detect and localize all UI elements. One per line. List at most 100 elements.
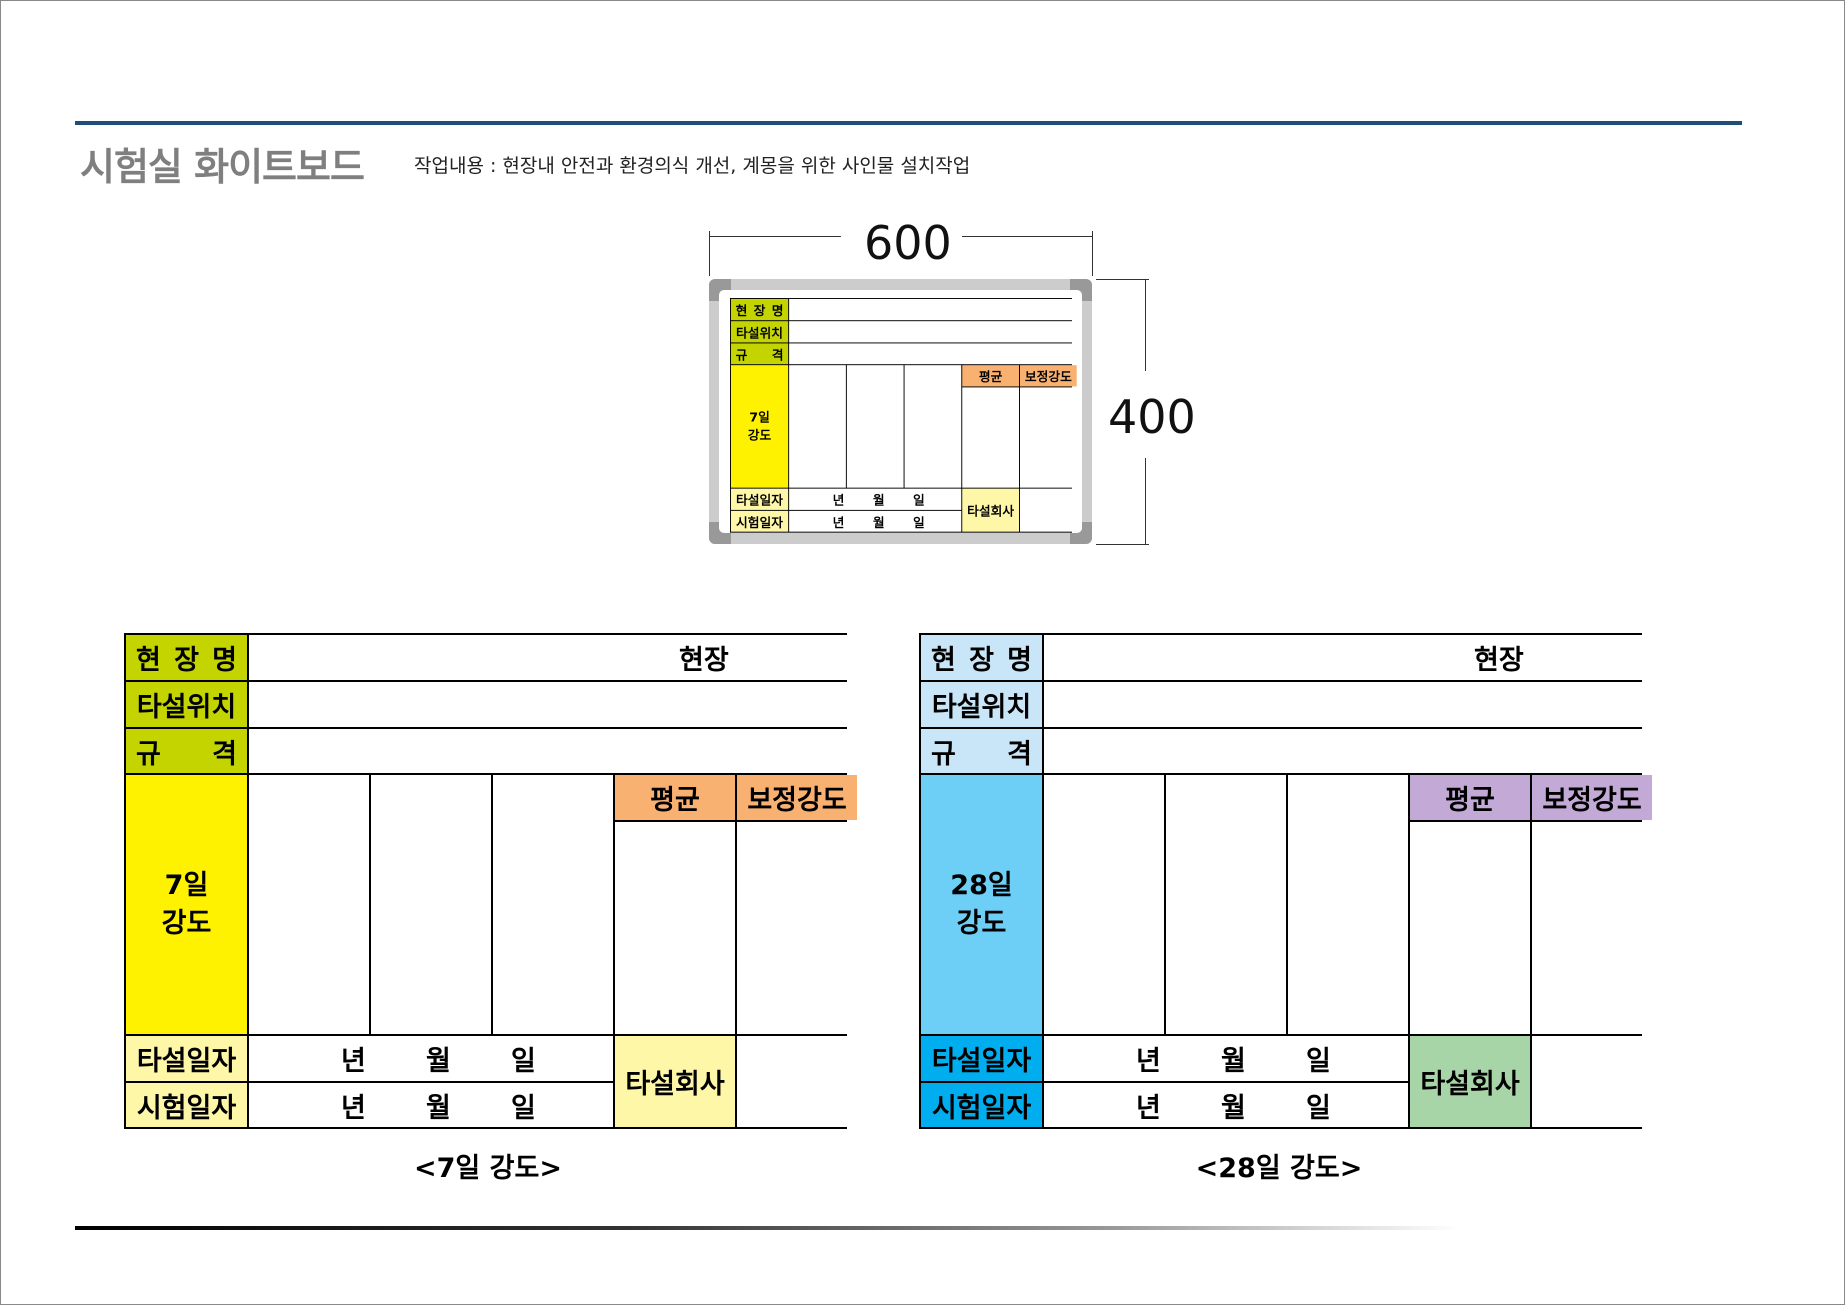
pour-date-label-text: 타설일자 — [136, 1046, 237, 1077]
height-dimension: 400 — [1108, 390, 1196, 444]
caption-7day: <7일 강도> — [414, 1153, 562, 1184]
pour-location-field[interactable] — [249, 682, 857, 727]
spec-label-char: 규 — [735, 347, 748, 363]
pour-date-label: 타설일자 — [730, 488, 789, 510]
pour-company-label-text: 타설회사 — [1420, 1069, 1520, 1100]
spec-field[interactable] — [1044, 729, 1652, 773]
strength-label-line: 강도 — [956, 907, 1007, 939]
date-unit: 월 — [426, 1092, 451, 1124]
pour-company-label: 타설회사 — [1410, 1036, 1530, 1127]
date-unit: 월 — [872, 493, 885, 509]
height-dim-line-top — [1145, 279, 1146, 371]
date-unit: 년 — [832, 515, 845, 531]
strength-value-cell[interactable] — [846, 365, 904, 488]
strength-value-cell[interactable] — [789, 365, 846, 488]
site-name-field[interactable]: 현장 — [1044, 635, 1652, 680]
pour-company-label: 타설회사 — [962, 488, 1020, 532]
date-unit: 월 — [872, 515, 885, 531]
average-header: 평균 — [615, 775, 735, 820]
date-unit: 월 — [1221, 1046, 1246, 1077]
pour-location-label-text: 타설위치 — [736, 325, 784, 341]
pour-date-label: 타설일자 — [921, 1036, 1042, 1081]
corrected-strength-value-cell[interactable] — [1019, 387, 1077, 488]
pour-company-field[interactable] — [737, 1036, 857, 1127]
width-dim-tick-right — [1092, 231, 1093, 276]
strength-value-cell[interactable] — [1166, 775, 1286, 1034]
footer-rule — [75, 1226, 1460, 1230]
width-dim-line-right — [962, 236, 1093, 237]
test-date-label-text: 시험일자 — [736, 515, 784, 531]
pour-location-label: 타설위치 — [126, 682, 247, 727]
strength-value-cell[interactable] — [1044, 775, 1164, 1034]
corrected-strength-header-text: 보정강도 — [1024, 369, 1072, 385]
corrected-strength-header: 보정강도 — [1019, 365, 1077, 387]
strength-label-line: 강도 — [747, 427, 772, 443]
strength-value-cell[interactable] — [493, 775, 613, 1034]
spec-label-char: 규 — [136, 738, 161, 770]
header-rule — [75, 121, 1742, 125]
average-value-cell[interactable] — [615, 822, 735, 1034]
pour-company-field[interactable] — [1532, 1036, 1652, 1127]
spec-label-char: 격 — [771, 347, 784, 363]
date-unit: 년 — [1136, 1092, 1161, 1124]
test-date-label: 시험일자 — [126, 1083, 247, 1127]
pour-date-label-text: 타설일자 — [736, 493, 784, 509]
site-name-field[interactable]: 현장 — [249, 635, 857, 680]
site-name-field[interactable] — [789, 298, 1077, 321]
average-header-text: 평균 — [1445, 785, 1495, 816]
average-header-text: 평균 — [978, 369, 1003, 385]
date-unit: 일 — [1306, 1092, 1331, 1124]
height-dim-tick-bottom — [1096, 544, 1149, 545]
pour-company-label-text: 타설회사 — [967, 504, 1015, 519]
site-name-label-char: 장 — [753, 303, 766, 319]
date-unit: 일 — [913, 515, 925, 531]
strength-label-line: 28일 — [950, 869, 1013, 901]
strength-value-cell[interactable] — [371, 775, 491, 1034]
pour-location-field[interactable] — [1044, 682, 1652, 727]
pour-location-field[interactable] — [789, 321, 1077, 343]
site-name-label-char: 명 — [771, 303, 784, 319]
strength-value-cell[interactable] — [249, 775, 369, 1034]
date-unit: 년 — [341, 1046, 366, 1077]
pour-location-label-text: 타설위치 — [136, 692, 237, 723]
date-unit: 일 — [1306, 1046, 1331, 1077]
strength-value-cell[interactable] — [1288, 775, 1408, 1034]
spec-field[interactable] — [249, 729, 857, 773]
corrected-strength-value-cell[interactable] — [1532, 822, 1652, 1034]
pour-location-label: 타설위치 — [921, 682, 1042, 727]
spec-field[interactable] — [789, 343, 1077, 365]
corrected-strength-value-cell[interactable] — [737, 822, 857, 1034]
average-value-cell[interactable] — [962, 387, 1020, 488]
corrected-strength-header: 보정강도 — [1532, 775, 1652, 820]
strength-label-line: 7일 — [164, 869, 209, 901]
date-unit: 월 — [1221, 1092, 1246, 1124]
site-name-label-char: 현 — [136, 645, 161, 676]
strength-value-cell[interactable] — [904, 365, 962, 488]
page-subtitle: 작업내용 : 현장내 안전과 환경의식 개선, 계몽을 위한 사인물 설치작업 — [414, 155, 971, 177]
site-name-label-char: 장 — [174, 645, 199, 676]
date-unit: 일 — [511, 1092, 536, 1124]
average-header-text: 평균 — [650, 785, 700, 816]
date-unit: 월 — [426, 1046, 451, 1077]
pour-company-field[interactable] — [1019, 488, 1077, 532]
width-dim-tick-left — [709, 231, 710, 276]
site-name-label-char: 장 — [969, 645, 994, 676]
site-name-label-char: 명 — [1007, 645, 1032, 676]
spec-label-char: 격 — [212, 738, 237, 770]
average-value-cell[interactable] — [1410, 822, 1530, 1034]
